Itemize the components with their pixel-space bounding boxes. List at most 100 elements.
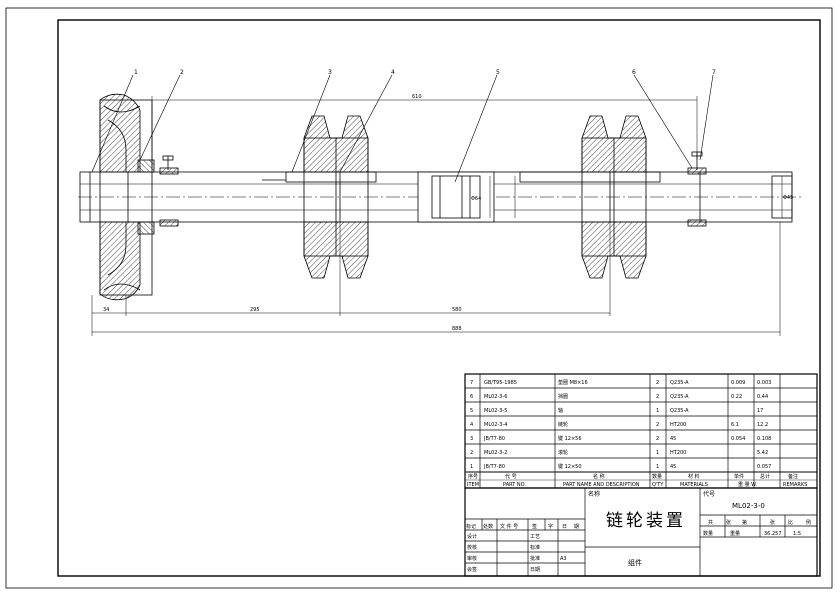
sign-cell-role: 设计 [467,533,477,540]
outer-frame [5,7,833,589]
parts-cell-item: 4 [470,422,473,428]
parts-cell-item: 3 [470,436,473,442]
parts-cell-code: JB/T7-80 [483,464,505,470]
hdr-weight-en: 重 量 W. [738,481,758,488]
rev-date-1: 日 [562,524,567,530]
parts-cell-material: Q235-A [670,408,689,414]
parts-cell-item: 6 [470,394,473,400]
parts-cell-name: 轴 [558,407,563,414]
dim-seg-right: 580 [452,307,462,313]
hdr-code-en: PART NO. [503,482,526,488]
sign-cell-role2: 日期 [530,567,540,573]
weight-value: 36.257 [764,531,782,537]
leader-lines [91,74,714,183]
parts-cell-code: GB/T95-1985 [484,380,517,386]
code-label: 代号 [703,490,715,498]
hdr-total-cn: 总计 [760,473,770,480]
scale-value: 1:5 [793,531,801,537]
parts-cell-unit: 0.054 [731,436,745,442]
parts-cell-total: 0.003 [757,380,771,386]
parts-cell-material: Q235-A [670,380,689,386]
inner-frame [57,19,821,577]
parts-header: 序号 代 号 名 称 数量 材 料 单件 总计 备注 ITEM PART NO.… [467,473,807,488]
parts-cell-unit: 0.22 [731,394,742,400]
parts-cell-total: 5.42 [757,450,768,456]
drawing-title: 链轮装置 [606,511,686,531]
stage-6: 例 [806,519,811,526]
sign-cell-role: 会签 [467,566,477,573]
dimension-values: 610 Φ64 Φ45 34 295 580 888 [103,94,793,332]
parts-cell-name: 挡圈 [558,393,568,400]
parts-cell-name: 滚轮 [558,449,568,456]
parts-cell-total: 0.108 [757,436,771,442]
rev-doc: 文 件 号 [500,523,518,530]
parts-cell-material: HT200 [670,450,686,456]
parts-cell-item: 7 [470,380,473,386]
drawing-code: ML02-3-0 [732,502,765,510]
dim-mid-diameter: Φ64 [471,196,481,202]
balloon-3: 3 [328,69,332,76]
balloon-7: 7 [712,69,716,76]
parts-cell-code: ML02-3-6 [484,394,507,400]
parts-cell-item: 1 [470,464,473,470]
parts-cell-code: ML02-3-4 [484,422,507,428]
parts-cell-code: ML02-3-5 [484,408,507,414]
sprocket-right [519,115,661,279]
parts-cell-name: 键 12×56 [558,435,582,442]
parts-cell-qty: 2 [656,436,659,442]
hdr-unit-cn: 单件 [734,473,744,480]
title-label: 名称 [588,490,600,498]
parts-cell-name: 垫圈 M8×16 [558,379,588,386]
parts-cell-qty: 1 [656,450,659,456]
sign-cell-date: A3 [560,556,567,562]
balloon-1: 1 [134,69,138,76]
hdr-material-cn: 材 料 [688,473,700,480]
shaft-assembly [78,93,802,301]
balloon-labels: 1 2 3 4 5 6 7 [134,69,716,76]
sign-cell-role2: 批准 [530,555,540,562]
parts-cell-material: Q235-A [670,394,689,400]
hdr-name-cn: 名 称 [593,473,605,480]
parts-cell-item: 2 [470,450,473,456]
balloon-2: 2 [180,69,184,76]
balloon-5: 5 [496,69,500,76]
parts-cell-item: 5 [470,408,473,414]
weight-label: 重量 [730,530,740,537]
parts-cell-total: 0.44 [757,394,768,400]
rev-mark: 标记 [466,523,476,530]
balloon-4: 4 [391,69,395,76]
hdr-item-en: ITEM [467,482,479,488]
shaft-sleeve [417,171,495,223]
hdr-note-cn: 备注 [788,473,798,480]
parts-cell-total: 17 [757,408,763,414]
rev-sign-2: 字 [548,523,553,530]
dim-right-diameter: Φ45 [783,195,793,201]
stage-2: 张 [726,519,731,526]
sign-cell-role: 校核 [467,544,477,551]
sign-cell-role2: 工艺 [530,534,540,540]
hdr-note-en: REMARKS [783,482,807,488]
dim-overall: 888 [452,326,462,332]
parts-cell-qty: 1 [656,464,659,470]
balloon-6: 6 [632,69,636,76]
sign-cell-role2: 标准 [530,544,540,551]
parts-cell-unit: 0.009 [731,380,745,386]
parts-cell-material: 45 [670,436,676,442]
dim-seg-left: 295 [250,307,260,313]
hdr-material-en: MATERIALS [680,482,708,488]
qty-label: 数量 [703,530,713,537]
sprocket-left [262,115,377,279]
sign-cell-role: 审核 [467,555,477,562]
parts-cell-qty: 2 [656,394,659,400]
hdr-qty-cn: 数量 [652,473,662,480]
stage-3: 第 [742,519,747,526]
parts-cell-material: HT200 [670,422,686,428]
title-block [464,373,818,577]
parts-cell-qty: 2 [656,380,659,386]
rev-sign-1: 签 [532,523,537,530]
parts-cell-total: 12.2 [757,422,768,428]
